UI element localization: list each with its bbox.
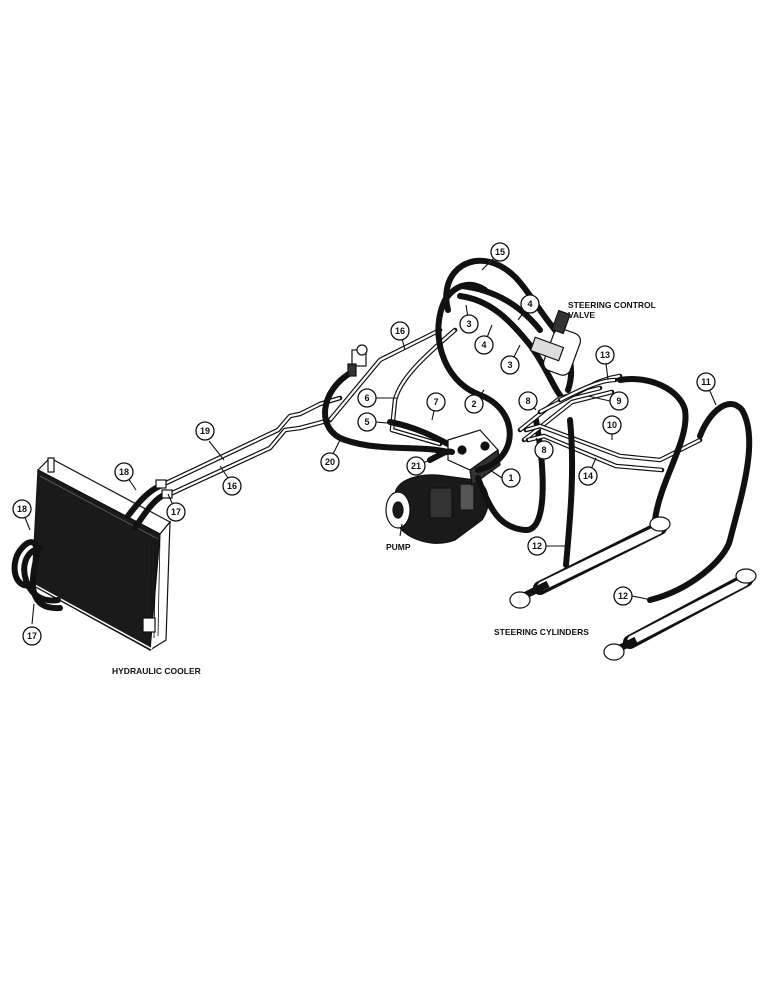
callout-8b: 8	[534, 440, 554, 460]
svg-text:10: 10	[607, 420, 617, 430]
callout-20: 20	[320, 452, 340, 472]
hose-11b	[647, 401, 753, 603]
callout-16a: 16	[390, 321, 410, 341]
svg-text:8: 8	[525, 396, 530, 406]
hose-2	[435, 281, 513, 473]
svg-text:7: 7	[433, 397, 438, 407]
hose-20	[322, 369, 451, 455]
callout-18b: 18	[12, 499, 32, 519]
svg-text:21: 21	[411, 461, 421, 471]
callout-7: 7	[426, 392, 446, 412]
tube-16-19	[155, 395, 343, 499]
callout-15: 15	[490, 242, 510, 262]
svg-text:18: 18	[119, 467, 129, 477]
callout-5: 5	[357, 412, 377, 432]
callout-12a: 12	[527, 536, 547, 556]
svg-text:4: 4	[527, 299, 532, 309]
label-steering-control-valve-line2: VALVE	[568, 310, 595, 320]
callout-18a: 18	[114, 462, 134, 482]
svg-text:16: 16	[227, 481, 237, 491]
steering-control-valve	[529, 309, 582, 376]
callout-14: 14	[578, 466, 598, 486]
label-pump: PUMP	[386, 542, 411, 552]
callout-4b: 4	[474, 335, 494, 355]
svg-text:16: 16	[395, 326, 405, 336]
steering-cylinder-2	[603, 568, 757, 661]
label-hydraulic-cooler: HYDRAULIC COOLER	[112, 666, 201, 676]
callout-12b: 12	[613, 586, 633, 606]
pump-fitting	[447, 429, 501, 487]
callout-17b: 17	[22, 626, 42, 646]
tee-fitting	[347, 344, 368, 377]
hose-12a	[563, 417, 576, 568]
label-steering-cylinders: STEERING CYLINDERS	[494, 627, 589, 637]
svg-text:14: 14	[583, 471, 593, 481]
svg-text:17: 17	[27, 631, 37, 641]
label-steering-control-valve-line1: STEERING CONTROL	[568, 300, 656, 310]
svg-text:15: 15	[495, 247, 505, 257]
svg-text:4: 4	[481, 340, 486, 350]
callout-1: 1	[501, 468, 521, 488]
svg-text:17: 17	[171, 507, 181, 517]
svg-text:1: 1	[508, 473, 513, 483]
svg-text:3: 3	[507, 360, 512, 370]
callout-17a: 17	[166, 502, 186, 522]
callout-13: 13	[595, 345, 615, 365]
callout-19: 19	[195, 421, 215, 441]
svg-text:6: 6	[364, 393, 369, 403]
svg-text:20: 20	[325, 457, 335, 467]
svg-text:18: 18	[17, 504, 27, 514]
callout-6: 6	[357, 388, 377, 408]
hose-21	[427, 448, 455, 463]
callout-10: 10	[602, 415, 622, 435]
svg-text:5: 5	[364, 417, 369, 427]
svg-text:9: 9	[616, 396, 621, 406]
svg-text:3: 3	[466, 319, 471, 329]
callout-4a: 4	[520, 294, 540, 314]
callout-2: 2	[464, 394, 484, 414]
steering-cylinder-1	[509, 516, 671, 609]
callout-3b: 3	[500, 355, 520, 375]
callout-8a: 8	[518, 391, 538, 411]
svg-text:8: 8	[541, 445, 546, 455]
hose-18-left	[21, 545, 61, 604]
hose-11	[617, 376, 689, 523]
callout-3a: 3	[459, 314, 479, 334]
callout-21: 21	[406, 456, 426, 476]
svg-text:12: 12	[618, 591, 628, 601]
svg-text:19: 19	[200, 426, 210, 436]
svg-text:2: 2	[471, 399, 476, 409]
svg-text:13: 13	[600, 350, 610, 360]
callout-9: 9	[609, 391, 629, 411]
hose-3	[457, 293, 563, 398]
hose-1	[475, 417, 546, 533]
pump	[385, 474, 489, 544]
svg-text:12: 12	[532, 541, 542, 551]
hose-4	[459, 283, 543, 333]
hydraulic-cooler	[31, 457, 171, 652]
callout-11: 11	[696, 372, 716, 392]
svg-text:11: 11	[701, 377, 711, 387]
callout-16b: 16	[222, 476, 242, 496]
